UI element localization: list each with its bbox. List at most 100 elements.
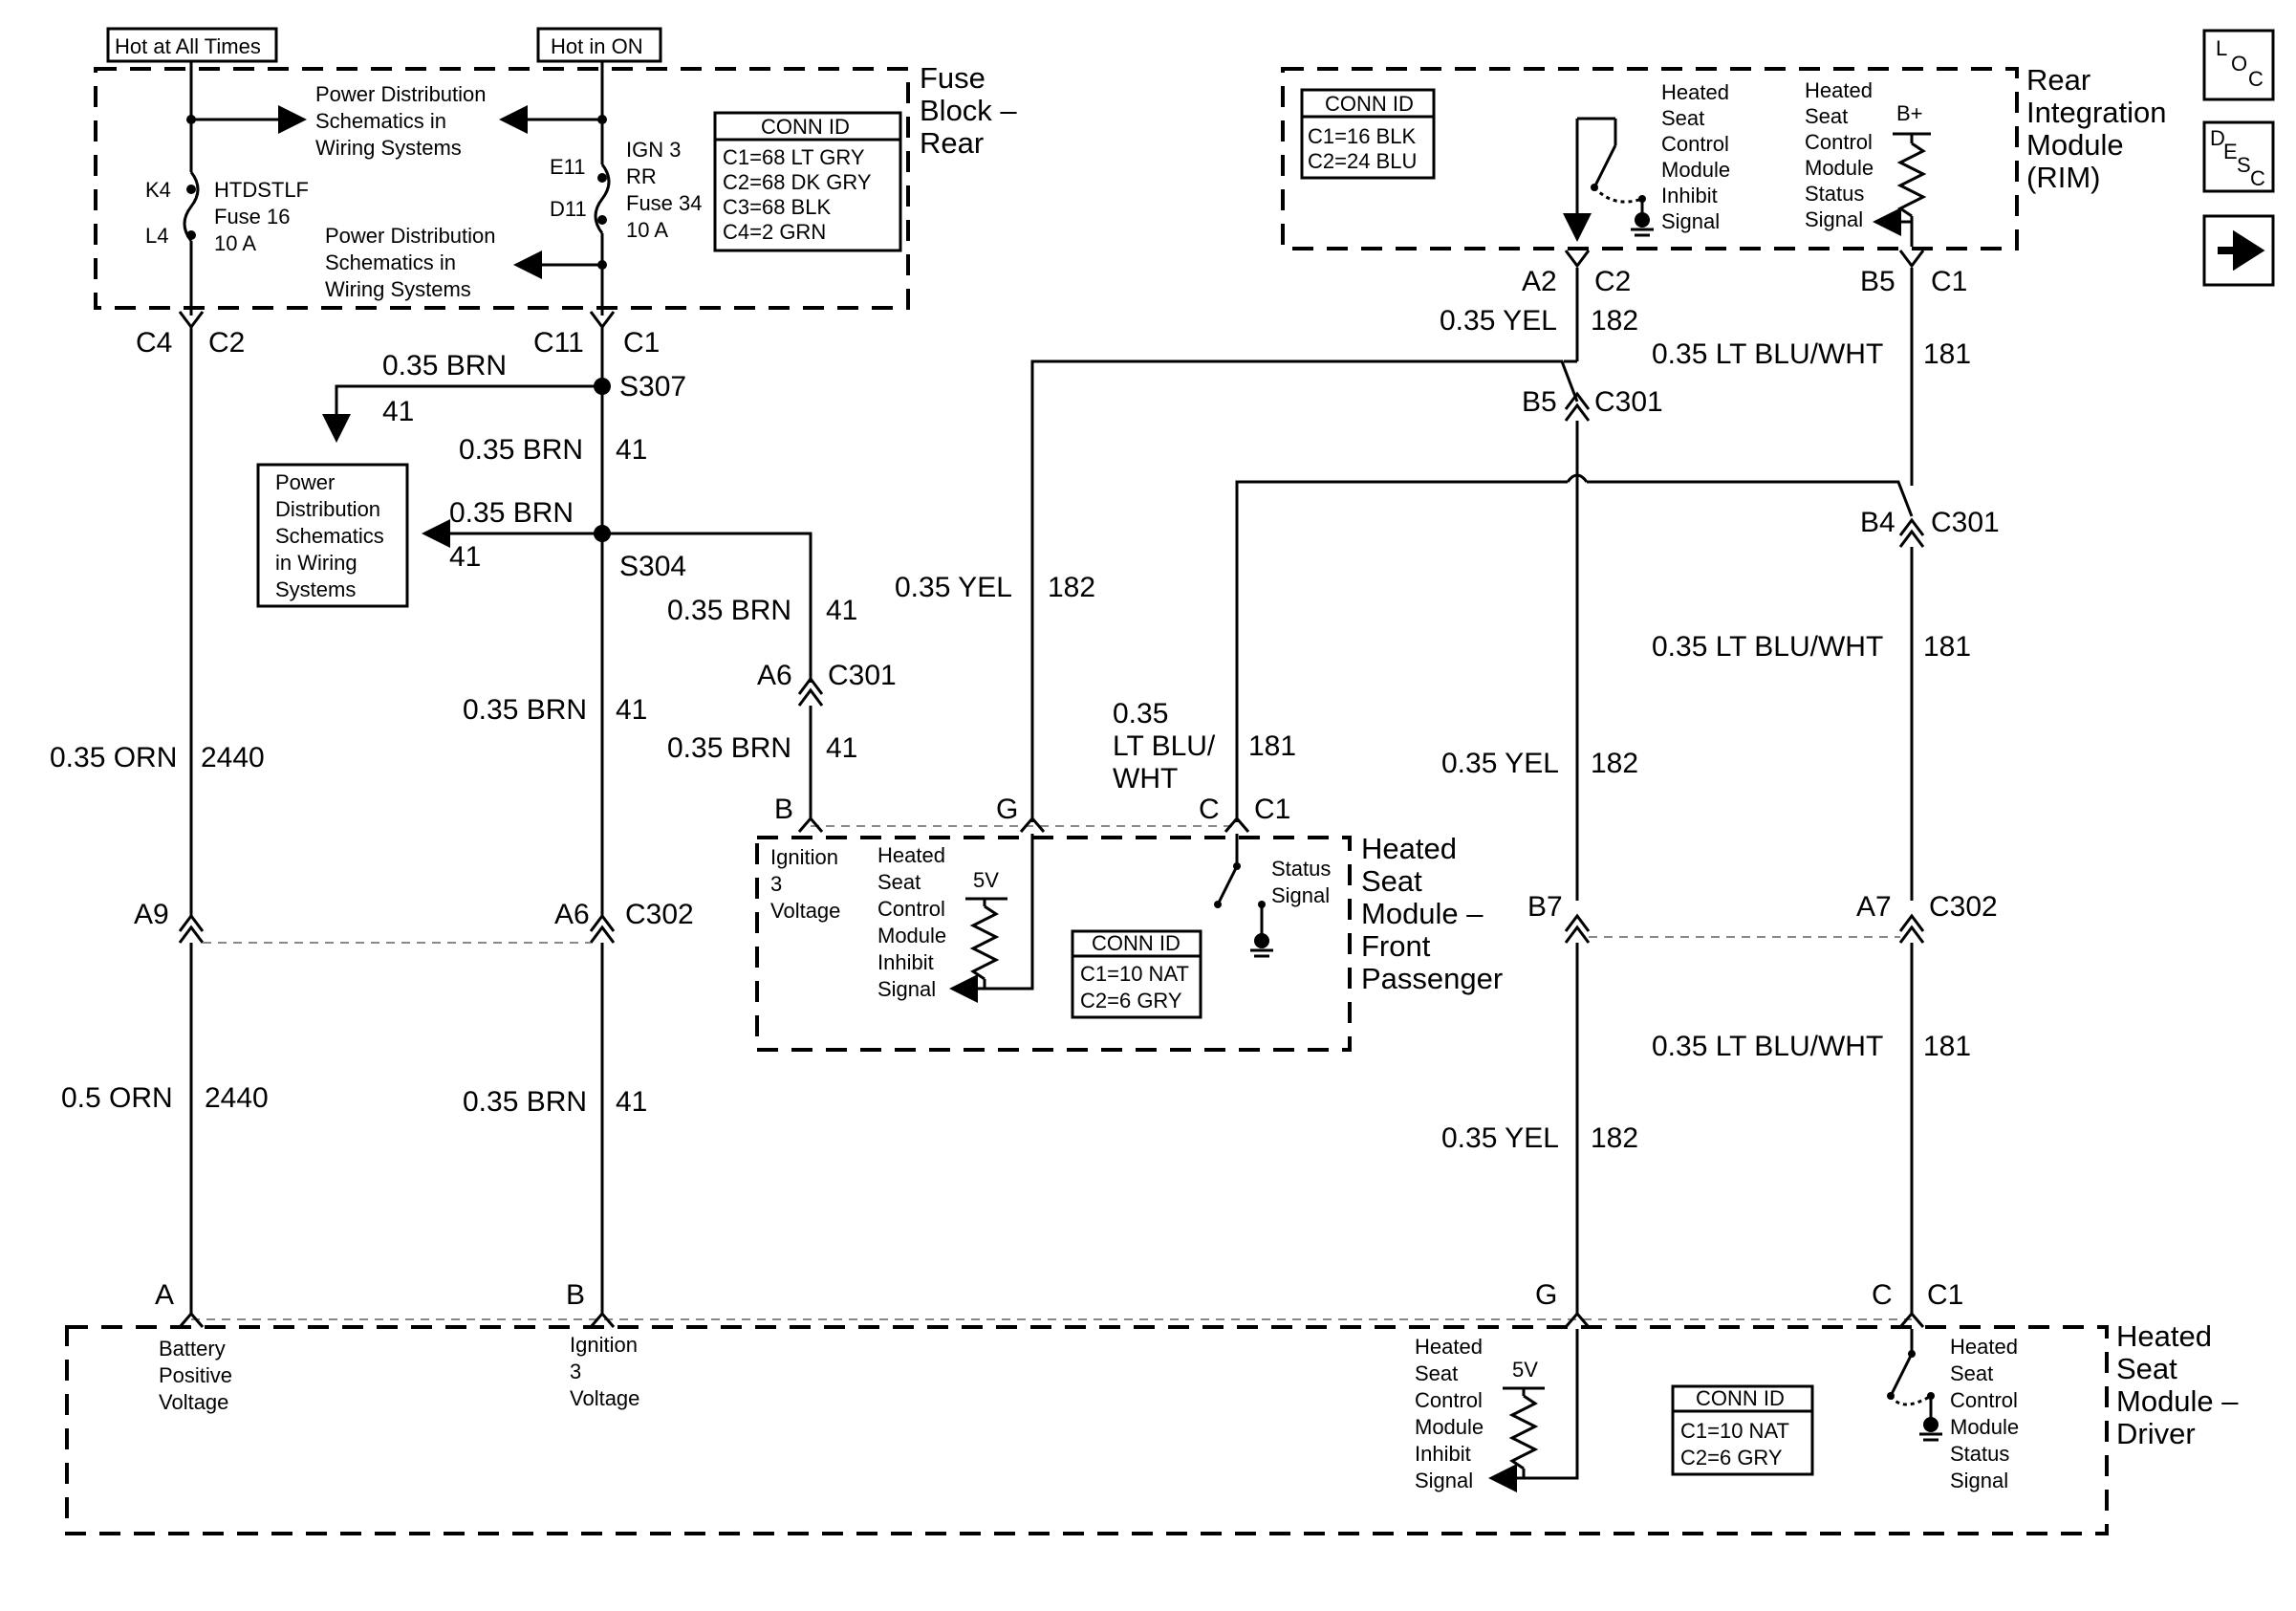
drv-status-2: Seat (1950, 1361, 1993, 1385)
drv-title-2: Seat (2116, 1352, 2177, 1385)
fp-pin-c: C (1199, 794, 1220, 825)
loc-icon[interactable]: L O C (2202, 29, 2275, 101)
drv-ign-1: Ignition (570, 1333, 638, 1357)
drv-conn-id-2: C2=6 GRY (1680, 1446, 1783, 1469)
svg-text:S: S (2237, 153, 2251, 177)
wire-ltblu-pass-1: 0.35 (1113, 698, 1168, 729)
fp-inhibit-5: Inhibit (877, 950, 934, 974)
wire-yel-182-mid: 0.35 YEL (1441, 748, 1559, 779)
drv-pin-a: A (155, 1279, 174, 1311)
c302-a9-pin: A9 (134, 899, 169, 930)
wire-yel-182-bot: 0.35 YEL (1441, 1122, 1559, 1154)
c301-b5-pin: B5 (1522, 386, 1557, 418)
rim-pin-c2: C2 (1594, 266, 1631, 297)
pds-box-1: Power (275, 470, 335, 494)
rim-inhibit-3: Control (1661, 132, 1729, 156)
wire-brn-41-main-num: 41 (616, 694, 647, 726)
fuse-block-rear: Fuse Block – Rear Hot at All Times Hot i… (94, 27, 1017, 316)
desc-icon[interactable]: D E S C (2202, 120, 2275, 193)
drv-title-3: Module – (2116, 1384, 2239, 1418)
c301-b4-conn: C301 (1931, 507, 2000, 538)
fuse-block-title-1: Fuse (920, 61, 986, 95)
drv-resistor-icon (1508, 1394, 1539, 1470)
next-arrow-icon[interactable] (2202, 214, 2275, 287)
rear-integration-module: Rear Integration Module (RIM) CONN ID C1… (1281, 63, 2167, 250)
wire-brn-41-s307-num: 41 (382, 396, 414, 427)
fuse-conn-id-4: C4=2 GRN (723, 220, 826, 244)
ground-icon (1635, 212, 1650, 228)
drv-inhibit-3: Control (1415, 1388, 1483, 1412)
rim-b-plus: B+ (1896, 101, 1923, 125)
drv-conn-id-title: CONN ID (1696, 1386, 1785, 1410)
rim-inhibit-6: Signal (1661, 209, 1720, 233)
rim-pin-a2: A2 (1522, 266, 1557, 297)
wire-brn-41-branch2-num: 41 (826, 732, 857, 764)
fp-inhibit-6: Signal (877, 977, 936, 1001)
wire-ltblu-181-mid-num: 181 (1923, 631, 1971, 663)
rim-inhibit-switch-icon (1592, 144, 1617, 188)
fp-ign-1: Ignition (770, 845, 838, 869)
drv-inhibit-6: Signal (1415, 1469, 1473, 1492)
wire-ltblu-pass-num: 181 (1248, 730, 1296, 762)
drv-inhibit-2: Seat (1415, 1361, 1458, 1385)
c302-a6-pin: A6 (554, 899, 590, 930)
fp-conn-id-title: CONN ID (1092, 931, 1180, 955)
fp-5v: 5V (973, 868, 999, 892)
pds-top-2: Schematics in (315, 109, 446, 133)
svg-text:O: O (2231, 52, 2247, 76)
wire-ltblu-181-top: 0.35 LT BLU/WHT (1652, 338, 1883, 370)
rim-status-5: Status (1805, 182, 1864, 206)
fp-resistor-icon (969, 904, 1000, 981)
drv-status-3: Control (1950, 1388, 2018, 1412)
rim-inhibit-2: Seat (1661, 106, 1704, 130)
pds-top-1: Power Distribution (315, 82, 487, 106)
c301-a6-conn: C301 (828, 660, 897, 691)
fp-pin-b: B (774, 794, 793, 825)
wire-orn-2440-bot: 0.5 ORN (61, 1082, 173, 1114)
wire-brn-41-branch2: 0.35 BRN (667, 732, 791, 764)
pds-box-2: Distribution (275, 497, 380, 521)
wire-ltblu-pass-3: WHT (1113, 763, 1178, 795)
svg-text:D: D (2210, 126, 2225, 150)
drv-conn-id-1: C1=10 NAT (1680, 1419, 1789, 1443)
fp-pin-g: G (996, 794, 1018, 825)
heated-seat-module-driver: Heated Seat Module – Driver A B G C C1 B… (65, 1279, 2239, 1535)
fuse-conn-id-1: C1=68 LT GRY (723, 145, 865, 169)
wire-ltblu-181-bot: 0.35 LT BLU/WHT (1652, 1031, 1883, 1062)
drv-inhibit-4: Module (1415, 1415, 1484, 1439)
fuse16-line-3: 10 A (214, 231, 256, 255)
svg-text:L: L (2216, 36, 2227, 60)
wire-yel-182-mid-num: 182 (1591, 748, 1638, 779)
rim-status-4: Module (1805, 156, 1874, 180)
drv-5v: 5V (1512, 1358, 1538, 1382)
fp-title-3: Module – (1361, 897, 1484, 930)
fp-inhibit-4: Module (877, 924, 946, 947)
c301-b4-pin: B4 (1860, 507, 1895, 538)
drv-title-1: Heated (2116, 1319, 2212, 1353)
fuse16-line-1: HTDSTLF (214, 178, 309, 202)
pin-c11: C11 (533, 327, 584, 359)
fuse16-pin-l4: L4 (145, 224, 168, 248)
fp-conn-id-1: C1=10 NAT (1080, 962, 1189, 986)
fuse-conn-id-3: C3=68 BLK (723, 195, 831, 219)
pds-box-4: in Wiring (275, 551, 357, 575)
drv-inhibit-1: Heated (1415, 1335, 1483, 1359)
rim-pullup-resistor-icon (1896, 142, 1927, 218)
fp-inhibit-1: Heated (877, 843, 945, 867)
heated-seat-module-front-passenger: Heated Seat Module – Front Passenger B G… (755, 794, 1503, 1052)
pin-c4: C4 (136, 327, 172, 359)
wire-yel-182-pass-num: 182 (1048, 572, 1095, 603)
pds-mid-1: Power Distribution (325, 224, 496, 248)
c302-b7-pin: B7 (1527, 891, 1563, 923)
wire-brn-41-s304: 0.35 BRN (449, 497, 574, 529)
wire-yel-182-bot-num: 182 (1591, 1122, 1638, 1154)
fp-title-5: Passenger (1361, 962, 1503, 995)
drv-inhibit-5: Inhibit (1415, 1442, 1471, 1466)
fp-ground-icon (1254, 933, 1269, 948)
fuse-conn-id-title: CONN ID (761, 115, 850, 139)
rim-conn-id-2: C2=24 BLU (1308, 149, 1417, 173)
c302-a7-conn: C302 (1929, 891, 1998, 923)
wire-ltblu-181-bot-num: 181 (1923, 1031, 1971, 1062)
wire-orn-2440-bot-num: 2440 (205, 1082, 269, 1114)
drv-status-switch-icon (1889, 1353, 1914, 1397)
